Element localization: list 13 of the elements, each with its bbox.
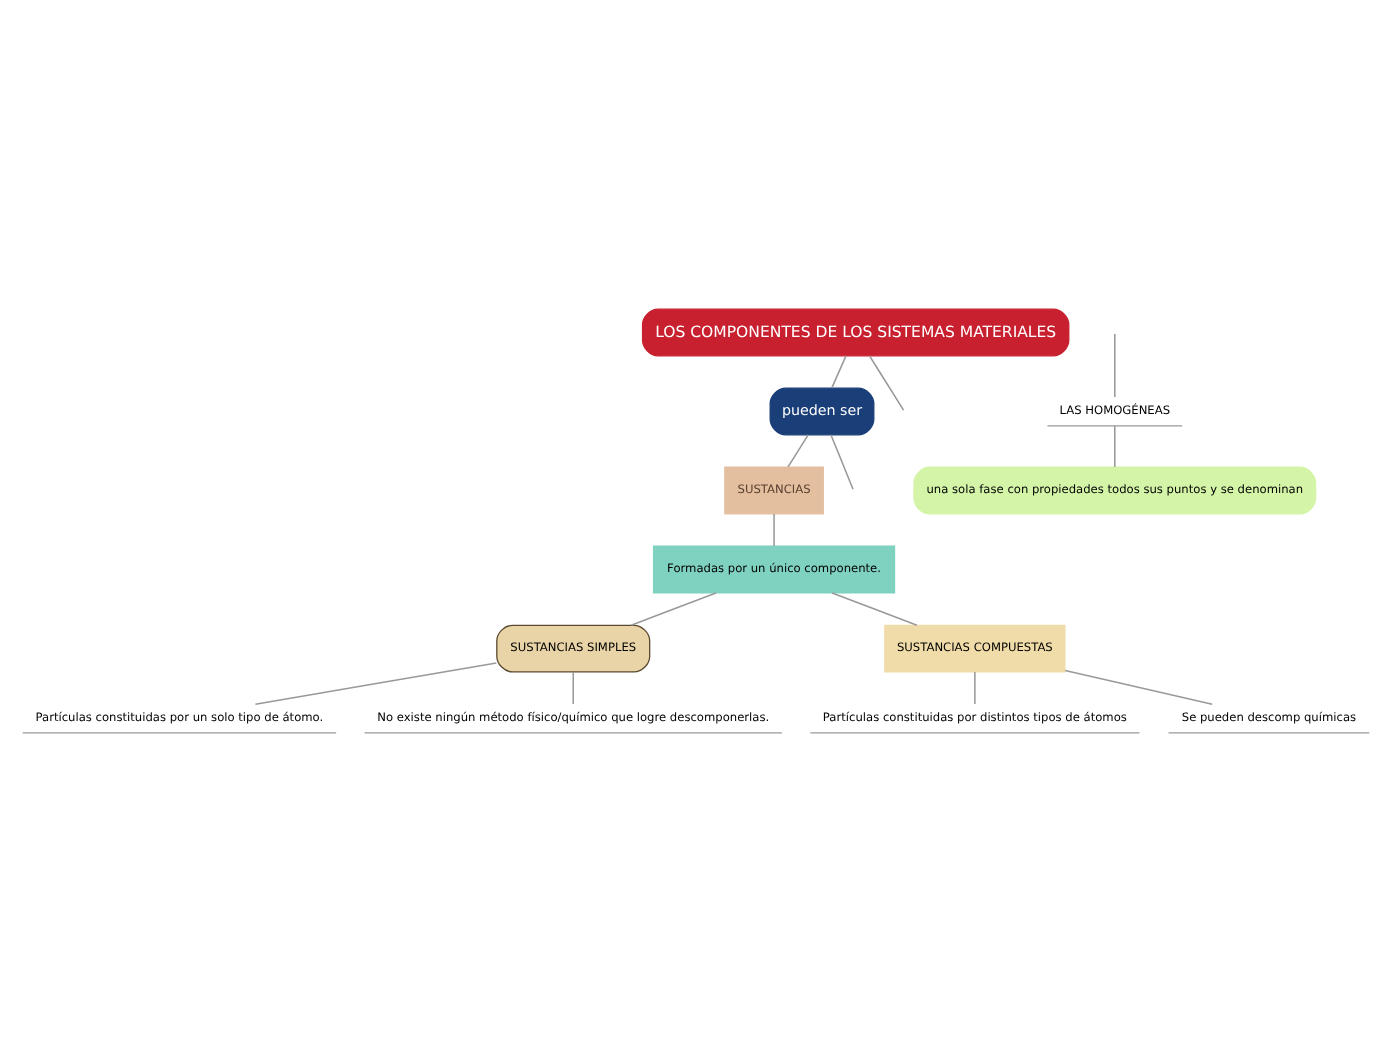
connector: [1064, 668, 1213, 705]
connector: [830, 433, 854, 489]
connector: [773, 512, 775, 546]
connector: [831, 354, 847, 388]
connector: [787, 433, 809, 467]
connector: [1114, 424, 1116, 467]
connector: [831, 591, 918, 626]
connector: [254, 661, 498, 705]
connector: [1114, 332, 1116, 397]
connector: [974, 670, 976, 704]
connector: [572, 670, 575, 704]
connector: [630, 591, 717, 626]
connector: [868, 354, 905, 410]
